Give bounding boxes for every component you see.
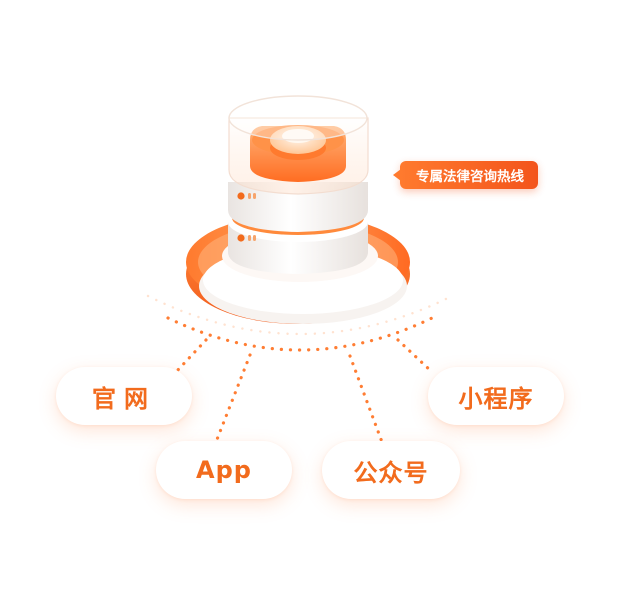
channel-official-account-button[interactable]: 公众号 — [322, 441, 460, 499]
connector-mini-program — [396, 338, 434, 374]
glass-top-cylinder — [228, 95, 369, 195]
channel-web-button[interactable]: 官网 — [56, 367, 192, 425]
connector-app — [214, 353, 252, 444]
hotline-badge: 专属法律咨询热线 — [393, 161, 538, 189]
connection-arc-outer — [146, 294, 454, 336]
server-module-upper — [228, 182, 368, 232]
connector-web — [174, 338, 208, 374]
connection-arc — [166, 316, 434, 352]
channel-mini-program-button[interactable]: 小程序 — [428, 367, 564, 425]
connector-official-account — [348, 354, 384, 444]
channel-app-button[interactable]: App — [156, 441, 292, 499]
connector-lines — [174, 338, 434, 444]
